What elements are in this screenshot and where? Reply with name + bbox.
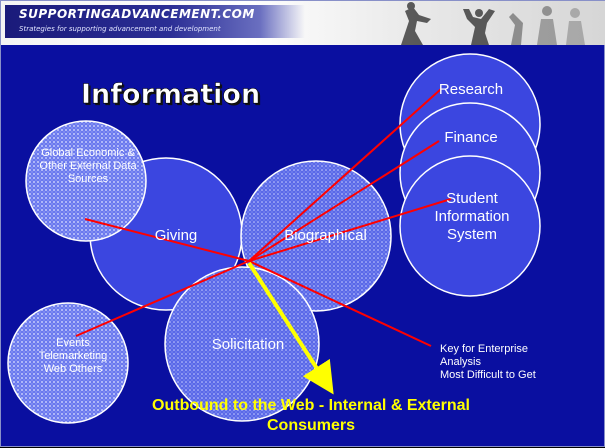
biographical-circle — [240, 160, 392, 312]
key-line-3: Most Difficult to Get — [440, 369, 536, 381]
connector-finance — [248, 140, 440, 262]
outbound-line-2: Consumers — [266, 417, 356, 434]
solicitation-label: Solicitation — [211, 336, 285, 353]
key-annotation: Key for Enterprise Analysis Most Difficu… — [440, 343, 600, 382]
header-banner: SUPPORTINGADVANCEMENT.COM Strategies for… — [1, 1, 605, 45]
giving-label: Giving — [154, 227, 198, 244]
student-info-label: Student Information System — [434, 190, 510, 243]
outbound-arrow — [247, 261, 334, 395]
research-label: Research — [438, 81, 504, 98]
connector-lines — [75, 88, 452, 347]
connector-research — [248, 88, 442, 262]
events-label: Events Telemarketing Web Others — [38, 337, 108, 375]
connector-global — [84, 218, 250, 262]
connector-events — [75, 260, 250, 337]
outbound-caption: Outbound to the Web - Internal & Externa… — [111, 396, 511, 436]
events-circle — [7, 302, 129, 424]
global-data-circle — [25, 120, 147, 242]
brand-bar: SUPPORTINGADVANCEMENT.COM Strategies for… — [5, 5, 305, 38]
key-line-2: Analysis — [440, 356, 481, 368]
student-info-circle — [399, 155, 541, 297]
biographical-label: Biographical — [284, 227, 367, 244]
slide-title: Information — [81, 79, 261, 111]
outbound-line-1: Outbound to the Web - Internal & Externa… — [152, 397, 470, 414]
connector-key — [248, 260, 432, 347]
brand-name: SUPPORTINGADVANCEMENT.COM — [19, 7, 255, 21]
connector-student — [248, 198, 452, 262]
key-line-1: Key for Enterprise — [440, 343, 529, 355]
athletes-silhouette-icon — [401, 2, 585, 45]
brand-tagline: Strategies for supporting advancement an… — [19, 25, 221, 33]
solicitation-circle — [164, 266, 320, 422]
finance-label: Finance — [444, 129, 498, 146]
global-data-label: Global Economic & Other External Data So… — [39, 147, 137, 185]
